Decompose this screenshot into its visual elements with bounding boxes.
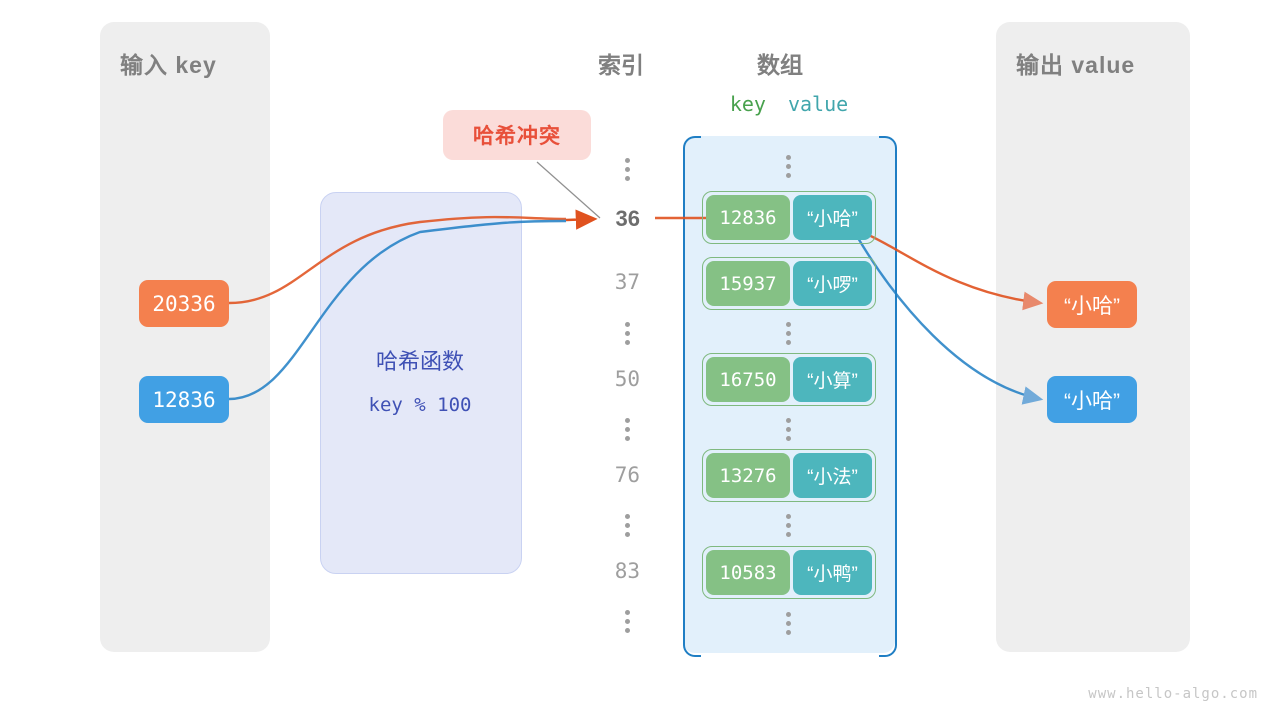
array-row: 13276 “小法” xyxy=(702,449,876,502)
array-key-cell: 13276 xyxy=(706,453,790,498)
input-key-chip: 20336 xyxy=(139,280,229,327)
output-panel-title: 输出 value xyxy=(1016,52,1136,78)
array-key-cell: 10583 xyxy=(706,550,790,595)
hash-function-box xyxy=(320,192,522,574)
key-header-label: key xyxy=(729,92,766,116)
index-label-36: 36 xyxy=(615,206,640,231)
array-ellipsis xyxy=(786,418,792,441)
index-label-50: 50 xyxy=(614,367,640,391)
index-label-76: 76 xyxy=(614,463,640,487)
array-ellipsis xyxy=(786,514,792,537)
index-ellipsis xyxy=(625,610,631,633)
array-ellipsis xyxy=(786,155,792,178)
array-bracket-left xyxy=(683,136,701,657)
index-ellipsis xyxy=(625,418,631,441)
array-ellipsis xyxy=(786,322,792,345)
hash-collision-badge: 哈希冲突 xyxy=(443,110,591,160)
array-row: 15937 “小啰” xyxy=(702,257,876,310)
index-label-37: 37 xyxy=(614,270,640,294)
index-label-83: 83 xyxy=(614,559,640,583)
array-row: 12836 “小哈” xyxy=(702,191,876,244)
array-key-cell: 16750 xyxy=(706,357,790,402)
array-ellipsis xyxy=(786,612,792,635)
watermark: www.hello-algo.com xyxy=(1088,686,1258,702)
array-value-cell: “小算” xyxy=(793,357,872,402)
input-panel-title: 输入 key xyxy=(120,52,217,78)
array-value-cell: “小哈” xyxy=(793,195,872,240)
array-value-cell: “小法” xyxy=(793,453,872,498)
input-key-chip: 12836 xyxy=(139,376,229,423)
key-value-header: key value xyxy=(683,92,895,116)
output-panel xyxy=(996,22,1190,652)
index-ellipsis xyxy=(625,322,631,345)
index-column-header: 索引 xyxy=(598,52,644,78)
array-key-cell: 15937 xyxy=(706,261,790,306)
index-ellipsis xyxy=(625,158,631,181)
array-key-cell: 12836 xyxy=(706,195,790,240)
array-value-cell: “小鸭” xyxy=(793,550,872,595)
input-panel xyxy=(100,22,270,652)
output-value-chip: “小哈” xyxy=(1047,281,1137,328)
hash-function-title: 哈希函数 xyxy=(375,349,464,374)
value-header-label: value xyxy=(787,92,849,116)
array-column-header: 数组 xyxy=(757,52,803,78)
array-value-cell: “小啰” xyxy=(793,261,872,306)
array-row: 16750 “小算” xyxy=(702,353,876,406)
hash-function-formula: key % 100 xyxy=(368,394,472,416)
array-bracket-right xyxy=(879,136,897,657)
index-ellipsis xyxy=(625,514,631,537)
output-value-chip: “小哈” xyxy=(1047,376,1137,423)
array-row: 10583 “小鸭” xyxy=(702,546,876,599)
